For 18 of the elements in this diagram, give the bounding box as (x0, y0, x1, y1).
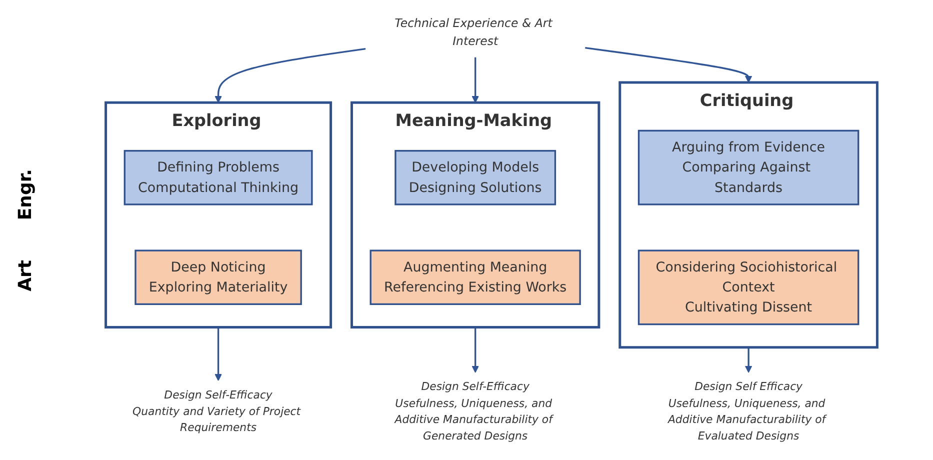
row-label: Engr. (14, 168, 36, 220)
arrow (472, 327, 480, 373)
node-text: Design Self-Efficacy Quantity and Variety of Project Requirements (132, 389, 301, 434)
node-box: Considering Sociohistorical Context Cultivating Dissent (638, 250, 860, 326)
arrow (585, 47, 752, 83)
arrow (744, 347, 752, 373)
row-label: Art (14, 260, 36, 292)
arrow (472, 57, 480, 103)
node-box: Deep Noticing Exploring Materiality (134, 250, 302, 306)
arrow (214, 327, 222, 381)
arrow (214, 48, 366, 103)
node-box: Arguing from Evidence Comparing Against Standards (638, 130, 860, 206)
node-text: Design Self-Efficacy Usefulness, Uniqueness, and Additive Manufacturability of Generated Designs (394, 380, 552, 442)
node-text: Design Self Efficacy Usefulness, Uniqueness, and Additive Manufacturability of Evaluated Designs (668, 380, 826, 442)
node-box: Developing Models Designing Solutions (394, 150, 556, 206)
node-box: Defining Problems Computational Thinking (124, 150, 313, 206)
node-text: Technical Experience & Art Interest (394, 17, 552, 48)
node-box: Augmenting Meaning Referencing Existing Works (370, 250, 581, 306)
